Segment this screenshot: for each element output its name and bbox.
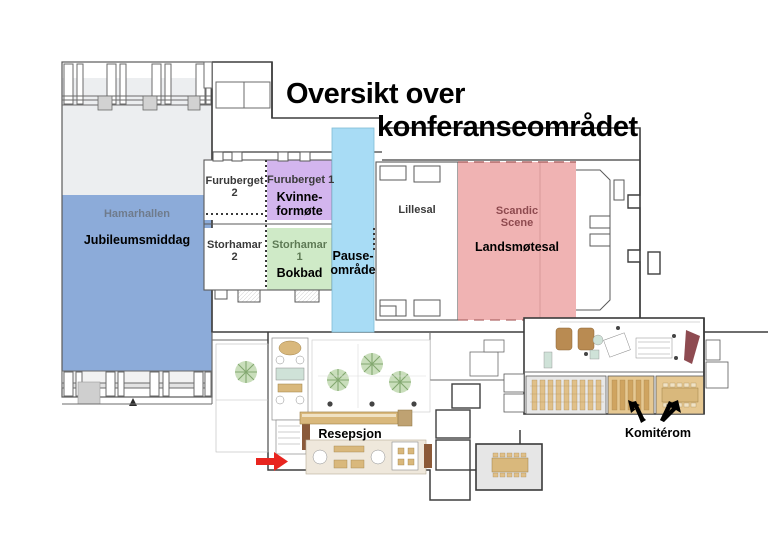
- movable-partition: [206, 160, 267, 290]
- reception-desk: [299, 409, 413, 427]
- upper-right-walls: [627, 150, 661, 332]
- arrow-up-right-icon: [660, 400, 681, 422]
- lower-right-meeting: [475, 443, 543, 491]
- room-door-details: [212, 151, 320, 303]
- page-title-line2: konferanseområdet: [377, 111, 638, 143]
- page-title-line1: Oversikt over: [286, 78, 465, 110]
- lower-service-rooms: [435, 383, 481, 471]
- right-wing: [503, 317, 729, 415]
- stage-backstage: [576, 169, 625, 311]
- arrow-right-icon: [256, 452, 288, 471]
- restaurant-seating: [305, 439, 432, 475]
- room-furuberget1-fill: [267, 160, 332, 220]
- room-hamarhallen: [61, 61, 213, 406]
- room-lillesal: [373, 161, 459, 321]
- upper-rooms: [203, 61, 273, 118]
- room-pauseomrade-fill: [332, 128, 374, 332]
- room-storhamar1-fill: [267, 228, 332, 290]
- room-storhamar2-fill: [204, 228, 265, 290]
- room-furuberget2-fill: [204, 160, 265, 220]
- room-scandic-scene: [458, 161, 576, 321]
- lower-zone: [211, 332, 543, 501]
- arrow-up-left-icon: [628, 400, 646, 423]
